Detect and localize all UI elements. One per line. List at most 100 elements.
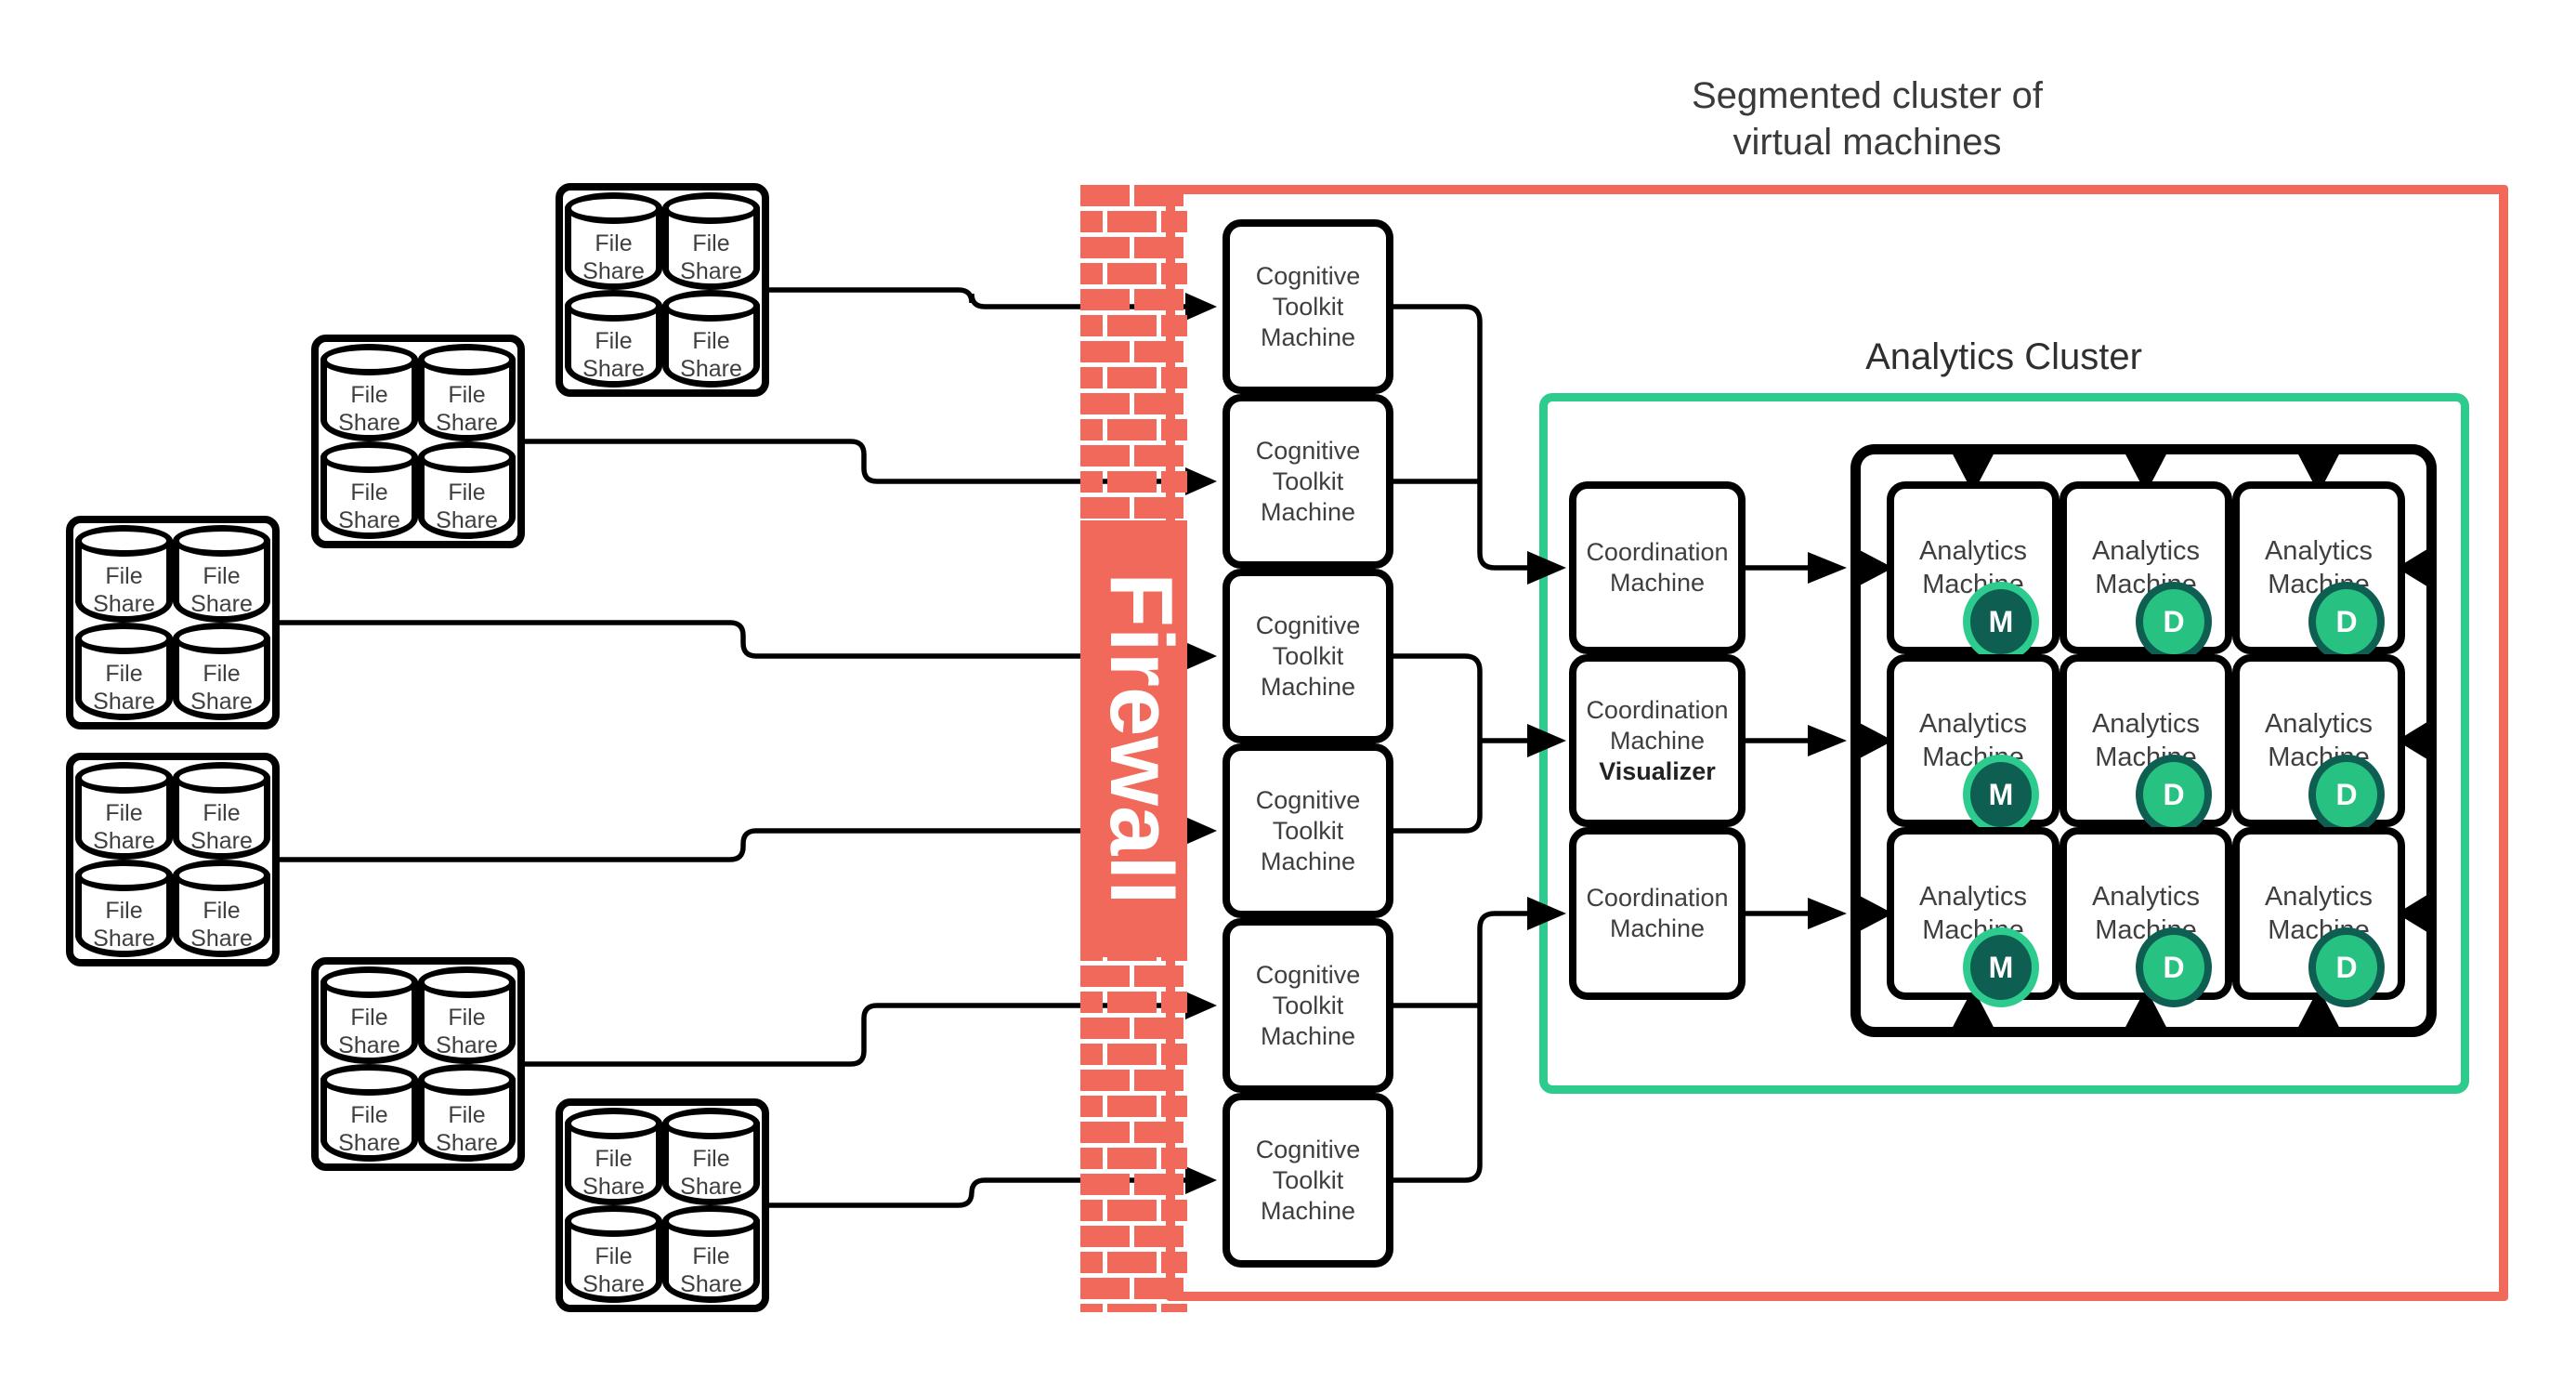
grid-left-arrow-icon <box>1858 549 1893 586</box>
fileshare-to-cognitive-line <box>274 828 1208 862</box>
fileshare-to-cognitive-line <box>519 1003 1208 1067</box>
file-share-label-line: Share <box>338 1130 400 1156</box>
file-share-label-line: File <box>105 661 143 687</box>
cognitive-machine-label: Toolkit <box>1272 467 1344 495</box>
grid-right-arrow-icon <box>2397 720 2430 761</box>
file-share-label-line: File <box>350 1102 388 1128</box>
cylinder-top-icon <box>320 966 418 998</box>
analytics-machine-label: Analytics <box>2264 709 2373 739</box>
grid-right-arrow-icon <box>2397 893 2430 934</box>
role-badge-m: M <box>1963 755 2039 835</box>
coordination-machine-label: Machine <box>1609 569 1706 597</box>
firewall-label-backing <box>1080 520 1187 957</box>
file-share-label-line: Share <box>436 1032 498 1058</box>
firewall-exit-arrow-icon <box>1185 1166 1217 1194</box>
cognitive-machine-label: Machine <box>1260 322 1356 351</box>
cognitive-machine-label: Cognitive <box>1255 436 1361 465</box>
coordination-machine-label: Machine <box>1609 726 1706 755</box>
analytics-machine-label: Analytics <box>2091 536 2201 566</box>
cognitive-machine-label: Toolkit <box>1272 292 1344 321</box>
file-share-label-line: File <box>105 563 143 589</box>
cognitive-machine-label: Toolkit <box>1272 991 1344 1019</box>
coordination-machine-label: Machine <box>1609 914 1706 942</box>
file-share-label-line: Share <box>190 828 253 854</box>
file-share-label-line: File <box>595 1243 633 1269</box>
cylinder-body-icon <box>173 777 270 860</box>
fileshare-to-cognitive-line <box>274 620 1208 659</box>
file-share-label-line: Share <box>582 1174 645 1200</box>
analytics-machine-label: Analytics <box>1918 536 2028 566</box>
analytics-machine-label: Analytics <box>2264 536 2373 566</box>
file-share-label-line: Share <box>190 591 253 617</box>
role-badge-d: D <box>2136 755 2212 835</box>
cylinder-top-icon <box>418 344 516 375</box>
grid-bottom-arrow-icon <box>1951 988 1995 1031</box>
cylinder-top-icon <box>565 290 662 322</box>
file-share-label-line: Share <box>93 689 155 715</box>
cylinder-top-icon <box>173 762 270 794</box>
coordination-in-arrow-icon <box>1527 551 1566 585</box>
role-badge-m: M <box>1963 582 2039 662</box>
cylinder-top-icon <box>75 860 173 891</box>
file-share-label-line: Share <box>680 356 742 382</box>
cylinder-top-icon <box>320 344 418 375</box>
file-share-label-line: File <box>350 480 388 506</box>
fileshare-to-cognitive-line <box>764 287 1208 309</box>
file-share-label-line: Share <box>680 1271 742 1297</box>
cylinder-top-icon <box>662 290 760 322</box>
cognitive-machine-label: Cognitive <box>1255 785 1361 814</box>
cylinder-top-icon <box>662 1108 760 1139</box>
coordination-in-arrow-icon <box>1527 724 1566 757</box>
cylinder-top-icon <box>75 525 173 557</box>
coordination-machine-label: Coordination <box>1586 538 1729 566</box>
file-share-label-line: Share <box>338 507 400 533</box>
file-share-label-line: Share <box>582 258 645 284</box>
grid-top-arrow-icon <box>2124 451 2168 493</box>
diagram-title-line2: virtual machines <box>1733 122 2002 163</box>
file-share-label-line: Share <box>436 507 498 533</box>
firewall-label: Firewall <box>1092 572 1191 904</box>
cylinder-top-icon <box>320 1064 418 1096</box>
cognitive-machine-label: Machine <box>1260 497 1356 526</box>
cognitive-pair2-trunk <box>1393 653 1483 834</box>
file-share-label-line: File <box>595 1146 633 1172</box>
grid-top-arrow-icon <box>1951 451 1995 493</box>
fileshare-to-cognitive-line <box>764 1177 1208 1208</box>
cylinder-top-icon <box>565 192 662 224</box>
cognitive-machine-label: Cognitive <box>1255 611 1361 639</box>
file-share-label-line: File <box>105 898 143 924</box>
cylinder-top-icon <box>662 1205 760 1237</box>
role-badge-m: M <box>1963 927 2039 1007</box>
